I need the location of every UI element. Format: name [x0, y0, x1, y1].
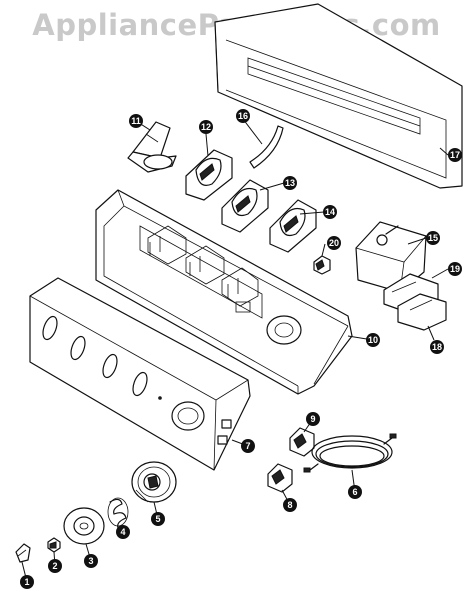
svg-text:5: 5	[155, 514, 160, 524]
part-2-clip	[47, 537, 61, 553]
part-13-switch	[221, 179, 269, 233]
svg-text:6: 6	[352, 487, 357, 497]
part-11-selector	[127, 121, 177, 173]
svg-text:16: 16	[238, 111, 248, 121]
svg-text:15: 15	[428, 233, 438, 243]
part-12-switch	[185, 149, 233, 201]
callout-8: 8	[283, 498, 297, 512]
svg-text:1: 1	[24, 577, 29, 587]
svg-text:20: 20	[329, 238, 339, 248]
part-16-hose	[249, 125, 284, 169]
callout-14: 14	[323, 205, 337, 219]
callout-5: 5	[151, 512, 165, 526]
callout-16: 16	[236, 109, 250, 123]
callout-9: 9	[306, 412, 320, 426]
svg-text:12: 12	[201, 122, 211, 132]
callout-10: 10	[366, 333, 380, 347]
svg-text:9: 9	[310, 414, 315, 424]
callout-2: 2	[48, 559, 62, 573]
part-8-switch	[267, 463, 293, 493]
callout-20: 20	[327, 236, 341, 250]
callout-17: 17	[448, 148, 462, 162]
svg-text:19: 19	[450, 264, 460, 274]
svg-text:14: 14	[325, 207, 335, 217]
callout-1: 1	[20, 575, 34, 589]
part-20-clip	[313, 255, 331, 275]
svg-text:17: 17	[450, 150, 460, 160]
callout-15: 15	[426, 231, 440, 245]
svg-text:13: 13	[285, 178, 295, 188]
callout-7: 7	[241, 439, 255, 453]
svg-text:2: 2	[52, 561, 57, 571]
part-18-plate	[397, 293, 447, 331]
callout-19: 19	[448, 262, 462, 276]
svg-text:4: 4	[120, 527, 125, 537]
part-6-harness	[303, 433, 397, 473]
part-5-dial	[131, 461, 177, 503]
part-1-knob	[15, 543, 31, 563]
callout-6: 6	[348, 485, 362, 499]
callout-12: 12	[199, 120, 213, 134]
svg-text:7: 7	[245, 441, 250, 451]
svg-text:11: 11	[131, 116, 141, 126]
callout-3: 3	[84, 554, 98, 568]
svg-text:18: 18	[432, 342, 442, 352]
svg-text:8: 8	[287, 500, 292, 510]
svg-text:3: 3	[88, 556, 93, 566]
svg-text:10: 10	[368, 335, 378, 345]
part-10-console-housing	[95, 189, 353, 395]
part-14-switch	[269, 199, 317, 253]
callout-13: 13	[283, 176, 297, 190]
part-7-front-panel	[29, 277, 251, 471]
callout-4: 4	[116, 525, 130, 539]
part-3-knob	[63, 507, 105, 545]
part-9-switch	[289, 427, 315, 457]
part-4-spring	[107, 497, 129, 529]
part-17-rear-panel	[214, 3, 463, 189]
callout-11: 11	[129, 114, 143, 128]
callout-18: 18	[430, 340, 444, 354]
